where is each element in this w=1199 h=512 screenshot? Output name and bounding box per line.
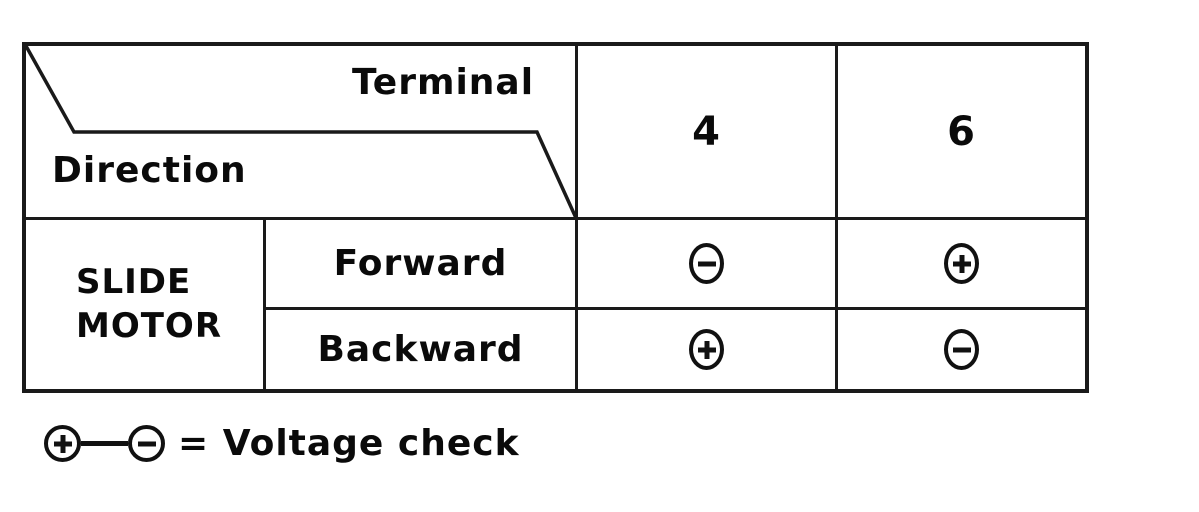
cell-forward-terminal6: [838, 220, 1085, 307]
corner-header-cell: Terminal Direction: [24, 45, 578, 219]
divider-header-row: [26, 217, 1085, 220]
cell-backward-terminal4: [578, 310, 835, 389]
circled-minus-icon: [128, 425, 165, 462]
polarity-icon: [689, 243, 724, 284]
diagonal-split-line: [24, 45, 578, 219]
connector-dash: [81, 441, 128, 446]
row-group-cell: SLIDE MOTOR: [26, 220, 263, 389]
column-header-terminal-6: 6: [947, 108, 976, 155]
row-label-forward: Forward: [333, 243, 508, 284]
polarity-icon: [689, 329, 724, 370]
direction-header-label: Direction: [52, 150, 247, 191]
row-group-label-line1: SLIDE: [76, 261, 192, 302]
divider-forward-backward: [263, 307, 1085, 310]
row-group-label-line2: MOTOR: [76, 305, 223, 346]
legend-text: = Voltage check: [178, 423, 520, 464]
divider-group-direction: [263, 217, 266, 389]
voltage-check-table: Terminal Direction 4 6 SLIDE MOTOR Forwa…: [22, 42, 1089, 393]
column-header-terminal-4: 4: [692, 108, 721, 155]
cell-backward-terminal6: [838, 310, 1085, 389]
polarity-icon: [944, 329, 979, 370]
circled-plus-icon: [44, 425, 81, 462]
terminal-header-label: Terminal: [352, 62, 535, 103]
row-label-backward: Backward: [317, 329, 524, 370]
cell-forward-terminal4: [578, 220, 835, 307]
polarity-icon: [944, 243, 979, 284]
legend: = Voltage check: [44, 423, 520, 464]
